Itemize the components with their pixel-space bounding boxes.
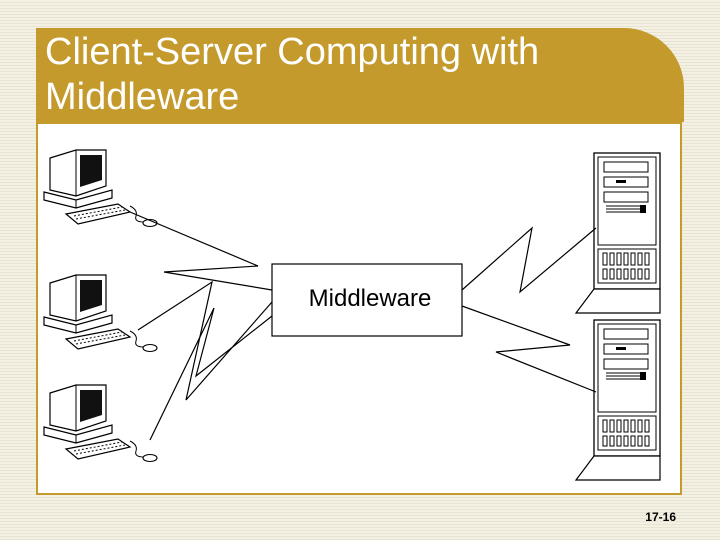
client-computer-icon xyxy=(43,149,158,228)
client-computer-icon xyxy=(43,384,158,463)
title-bar: Client-Server Computing with Middleware xyxy=(36,28,684,122)
server-2-link xyxy=(461,305,597,393)
slide-title: Client-Server Computing with Middleware xyxy=(45,31,540,118)
client-1-link xyxy=(129,211,273,291)
middleware-label: Middleware xyxy=(309,285,432,312)
client-3-link xyxy=(149,307,273,441)
slide-number: 17-16 xyxy=(645,510,676,524)
client-2-link xyxy=(137,280,273,401)
server-1-link xyxy=(461,226,597,294)
middleware-box: Middleware xyxy=(271,263,463,337)
client-computer-icon xyxy=(43,274,158,353)
server-tower-icon xyxy=(575,319,661,481)
server-tower-icon xyxy=(575,152,661,314)
content-panel xyxy=(36,122,682,495)
